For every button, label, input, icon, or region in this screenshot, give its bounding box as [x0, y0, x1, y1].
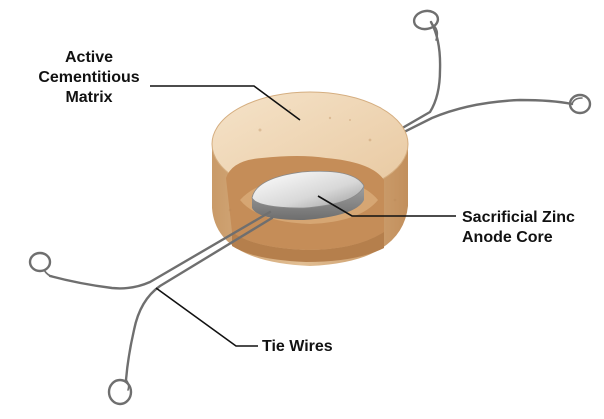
leader-tie — [156, 288, 258, 346]
tie-wires-label: Tie Wires — [262, 337, 333, 357]
tie-wire-lower-left — [30, 212, 272, 404]
tie-wire-upper-right — [392, 9, 590, 138]
zinc-label-line-1: Sacrificial Zinc — [462, 208, 575, 228]
zinc-label: Sacrificial Zinc Anode Core — [462, 208, 575, 248]
matrix-label: Active Cementitious Matrix — [22, 48, 156, 108]
matrix-label-line-1: Active — [22, 48, 156, 68]
zinc-label-line-2: Anode Core — [462, 228, 575, 248]
matrix-label-line-2: Cementitious — [22, 68, 156, 88]
matrix-label-line-3: Matrix — [22, 88, 156, 108]
